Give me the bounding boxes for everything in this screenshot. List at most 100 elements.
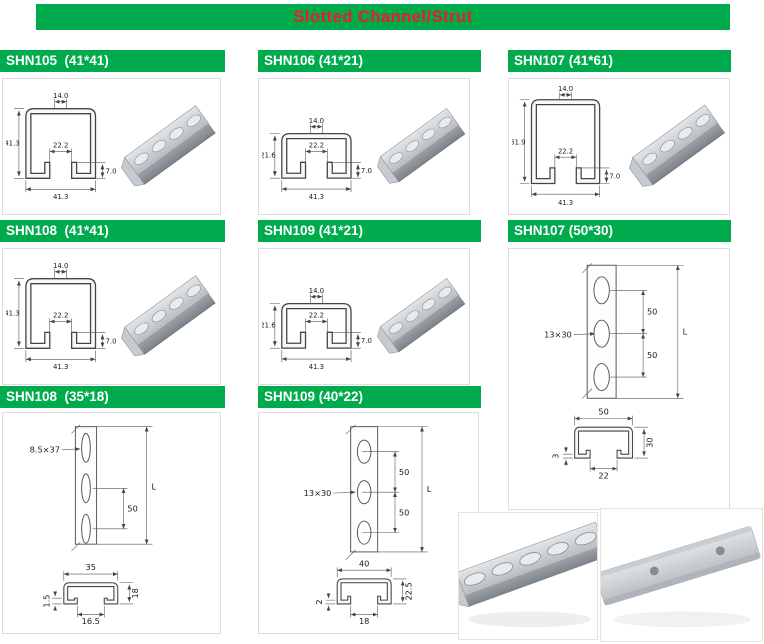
cs-width-label: 35 (86, 562, 96, 572)
strut-3d-shape (120, 274, 217, 360)
pitch-label: 50 (399, 467, 409, 477)
slot-oval (593, 276, 610, 305)
profile-shape (574, 426, 634, 459)
section-header-shn105-41x41: SHN105 (41*41) (0, 50, 225, 72)
side-view-drawing: 8.5×37 50 L 35 1.5 16.5 18 (30, 424, 156, 626)
dim-label-width: 41.3 (309, 193, 324, 201)
dim-label-opening: 22.2 (309, 311, 324, 319)
section-figure-shn106-41x21: 14.0 21.6 22.2 7.0 41.3 (258, 78, 470, 215)
cross-section-drawing: 14.0 61.9 22.2 7.0 41.3 (512, 85, 620, 207)
cs-dimension-lines (52, 571, 134, 618)
side-view-drawing: 13×30 50 50 L 50 3 22 30 (544, 263, 688, 480)
dim-label-lip: 7.0 (361, 167, 372, 175)
slot-oval (81, 513, 91, 544)
slot-callout-leader (573, 331, 595, 336)
pitch-dimension-lines (92, 426, 153, 545)
slot-size-label: 13×30 (544, 330, 572, 340)
break-marks (582, 263, 593, 399)
section-header-shn108-35x18: SHN108 (35*18) (0, 386, 225, 408)
dim-label-lip: 7.0 (105, 167, 116, 175)
profile-shape (63, 582, 119, 605)
section-figure-shn107-50x30: 13×30 50 50 L 50 3 22 30 (508, 248, 730, 510)
dim-label-top: 14.0 (309, 287, 324, 295)
cs-height-label: 22.5 (403, 582, 413, 600)
dim-label-width: 41.3 (53, 193, 68, 201)
section-title: SHN108 (35*18) (6, 389, 109, 404)
slot-oval (81, 432, 91, 463)
mounting-hole (715, 546, 725, 556)
section-figure-shn108-35x18: 8.5×37 50 L 35 1.5 16.5 18 (2, 412, 221, 634)
pitch-dimension-lines (362, 426, 428, 553)
cross-section-drawing: 14.0 21.6 22.2 7.0 41.3 (262, 287, 372, 371)
cs-width-label: 40 (359, 558, 369, 568)
dim-label-width: 41.3 (309, 363, 324, 371)
cs-height-label: 18 (130, 588, 140, 598)
cs-width-label: 50 (598, 407, 608, 417)
cs-opening-label: 22 (598, 470, 608, 480)
profile-shape (530, 99, 601, 185)
profile-shape (336, 578, 392, 605)
strut-3d-shape (628, 104, 726, 191)
channel-photo-shape (601, 525, 761, 606)
section-figure-shn108-41x41: 14.0 41.3 22.2 7.0 41.3 (2, 248, 221, 385)
dim-label-top: 14.0 (53, 262, 68, 270)
pitch-label: 50 (399, 507, 409, 517)
section-title: SHN105 (41*41) (6, 53, 109, 68)
dim-label-height: 41.3 (6, 140, 20, 148)
length-label: L (683, 327, 688, 337)
side-view-drawing: 13×30 50 50 L 40 2 18 22.5 (304, 424, 432, 626)
length-label: L (427, 484, 432, 494)
strut-3d-render (375, 107, 466, 187)
break-marks (345, 424, 356, 560)
photo-shadow (468, 611, 591, 628)
dim-label-height: 21.6 (262, 151, 276, 159)
cs-thickness-label: 3 (550, 454, 560, 459)
photo-galvanized-slotted-strut (458, 512, 598, 640)
channel-photo-shape (459, 521, 597, 608)
strut-3d-render (120, 104, 217, 190)
cs-dimension-lines (563, 415, 648, 472)
section-figure-shn107-41x61: 14.0 61.9 22.2 7.0 41.3 (508, 78, 730, 215)
section-title: SHN107 (50*30) (514, 223, 614, 238)
cross-section-drawing: 14.0 21.6 22.2 7.0 41.3 (262, 117, 372, 201)
section-header-shn109-41x21: SHN109 (41*21) (258, 220, 481, 242)
dim-label-lip: 7.0 (609, 173, 620, 181)
strut-3d-shape (375, 277, 466, 357)
photo-plain-channel (600, 508, 763, 642)
dim-label-height: 41.3 (6, 310, 20, 318)
section-figure-shn109-41x21: 14.0 21.6 22.2 7.0 41.3 (258, 248, 470, 385)
photo-slotted-channel (459, 521, 597, 628)
photo-shadow (613, 611, 751, 628)
strut-3d-render (120, 274, 217, 360)
cs-dimension-lines (325, 567, 407, 618)
slot-oval (81, 473, 91, 504)
page-title: Slotted Channel/Strut (293, 8, 473, 26)
pitch-label: 50 (647, 306, 657, 316)
section-figure-shn105-41x41: 14.0 41.3 22.2 7.0 41.3 (2, 78, 221, 215)
section-header-shn107-50x30: SHN107 (50*30) (508, 220, 731, 242)
slot-size-label: 13×30 (304, 488, 332, 498)
dim-label-opening: 22.2 (309, 141, 324, 149)
cs-thickness-label: 1.5 (41, 595, 51, 608)
strut-3d-render (628, 104, 726, 191)
dim-label-lip: 7.0 (105, 337, 116, 345)
section-header-shn106-41x21: SHN106 (41*21) (258, 50, 481, 72)
cs-thickness-label: 2 (314, 599, 324, 604)
break-marks (71, 424, 81, 552)
profile-shape (281, 302, 352, 349)
mounting-hole (649, 566, 659, 576)
dim-label-opening: 22.2 (53, 311, 68, 319)
dim-label-lip: 7.0 (361, 337, 372, 345)
dim-label-top: 14.0 (309, 117, 324, 125)
section-header-shn107-41x61: SHN107 (41*61) (508, 50, 731, 72)
pitch-dimension-lines (610, 264, 684, 399)
cs-opening-label: 18 (359, 616, 369, 626)
dim-label-opening: 22.2 (53, 141, 68, 149)
cs-height-label: 30 (645, 437, 655, 447)
section-title: SHN109 (41*21) (264, 223, 364, 238)
slot-oval (593, 319, 610, 348)
strut-3d-render (375, 277, 466, 357)
dim-label-top: 14.0 (558, 85, 573, 93)
pitch-label: 50 (127, 503, 137, 513)
